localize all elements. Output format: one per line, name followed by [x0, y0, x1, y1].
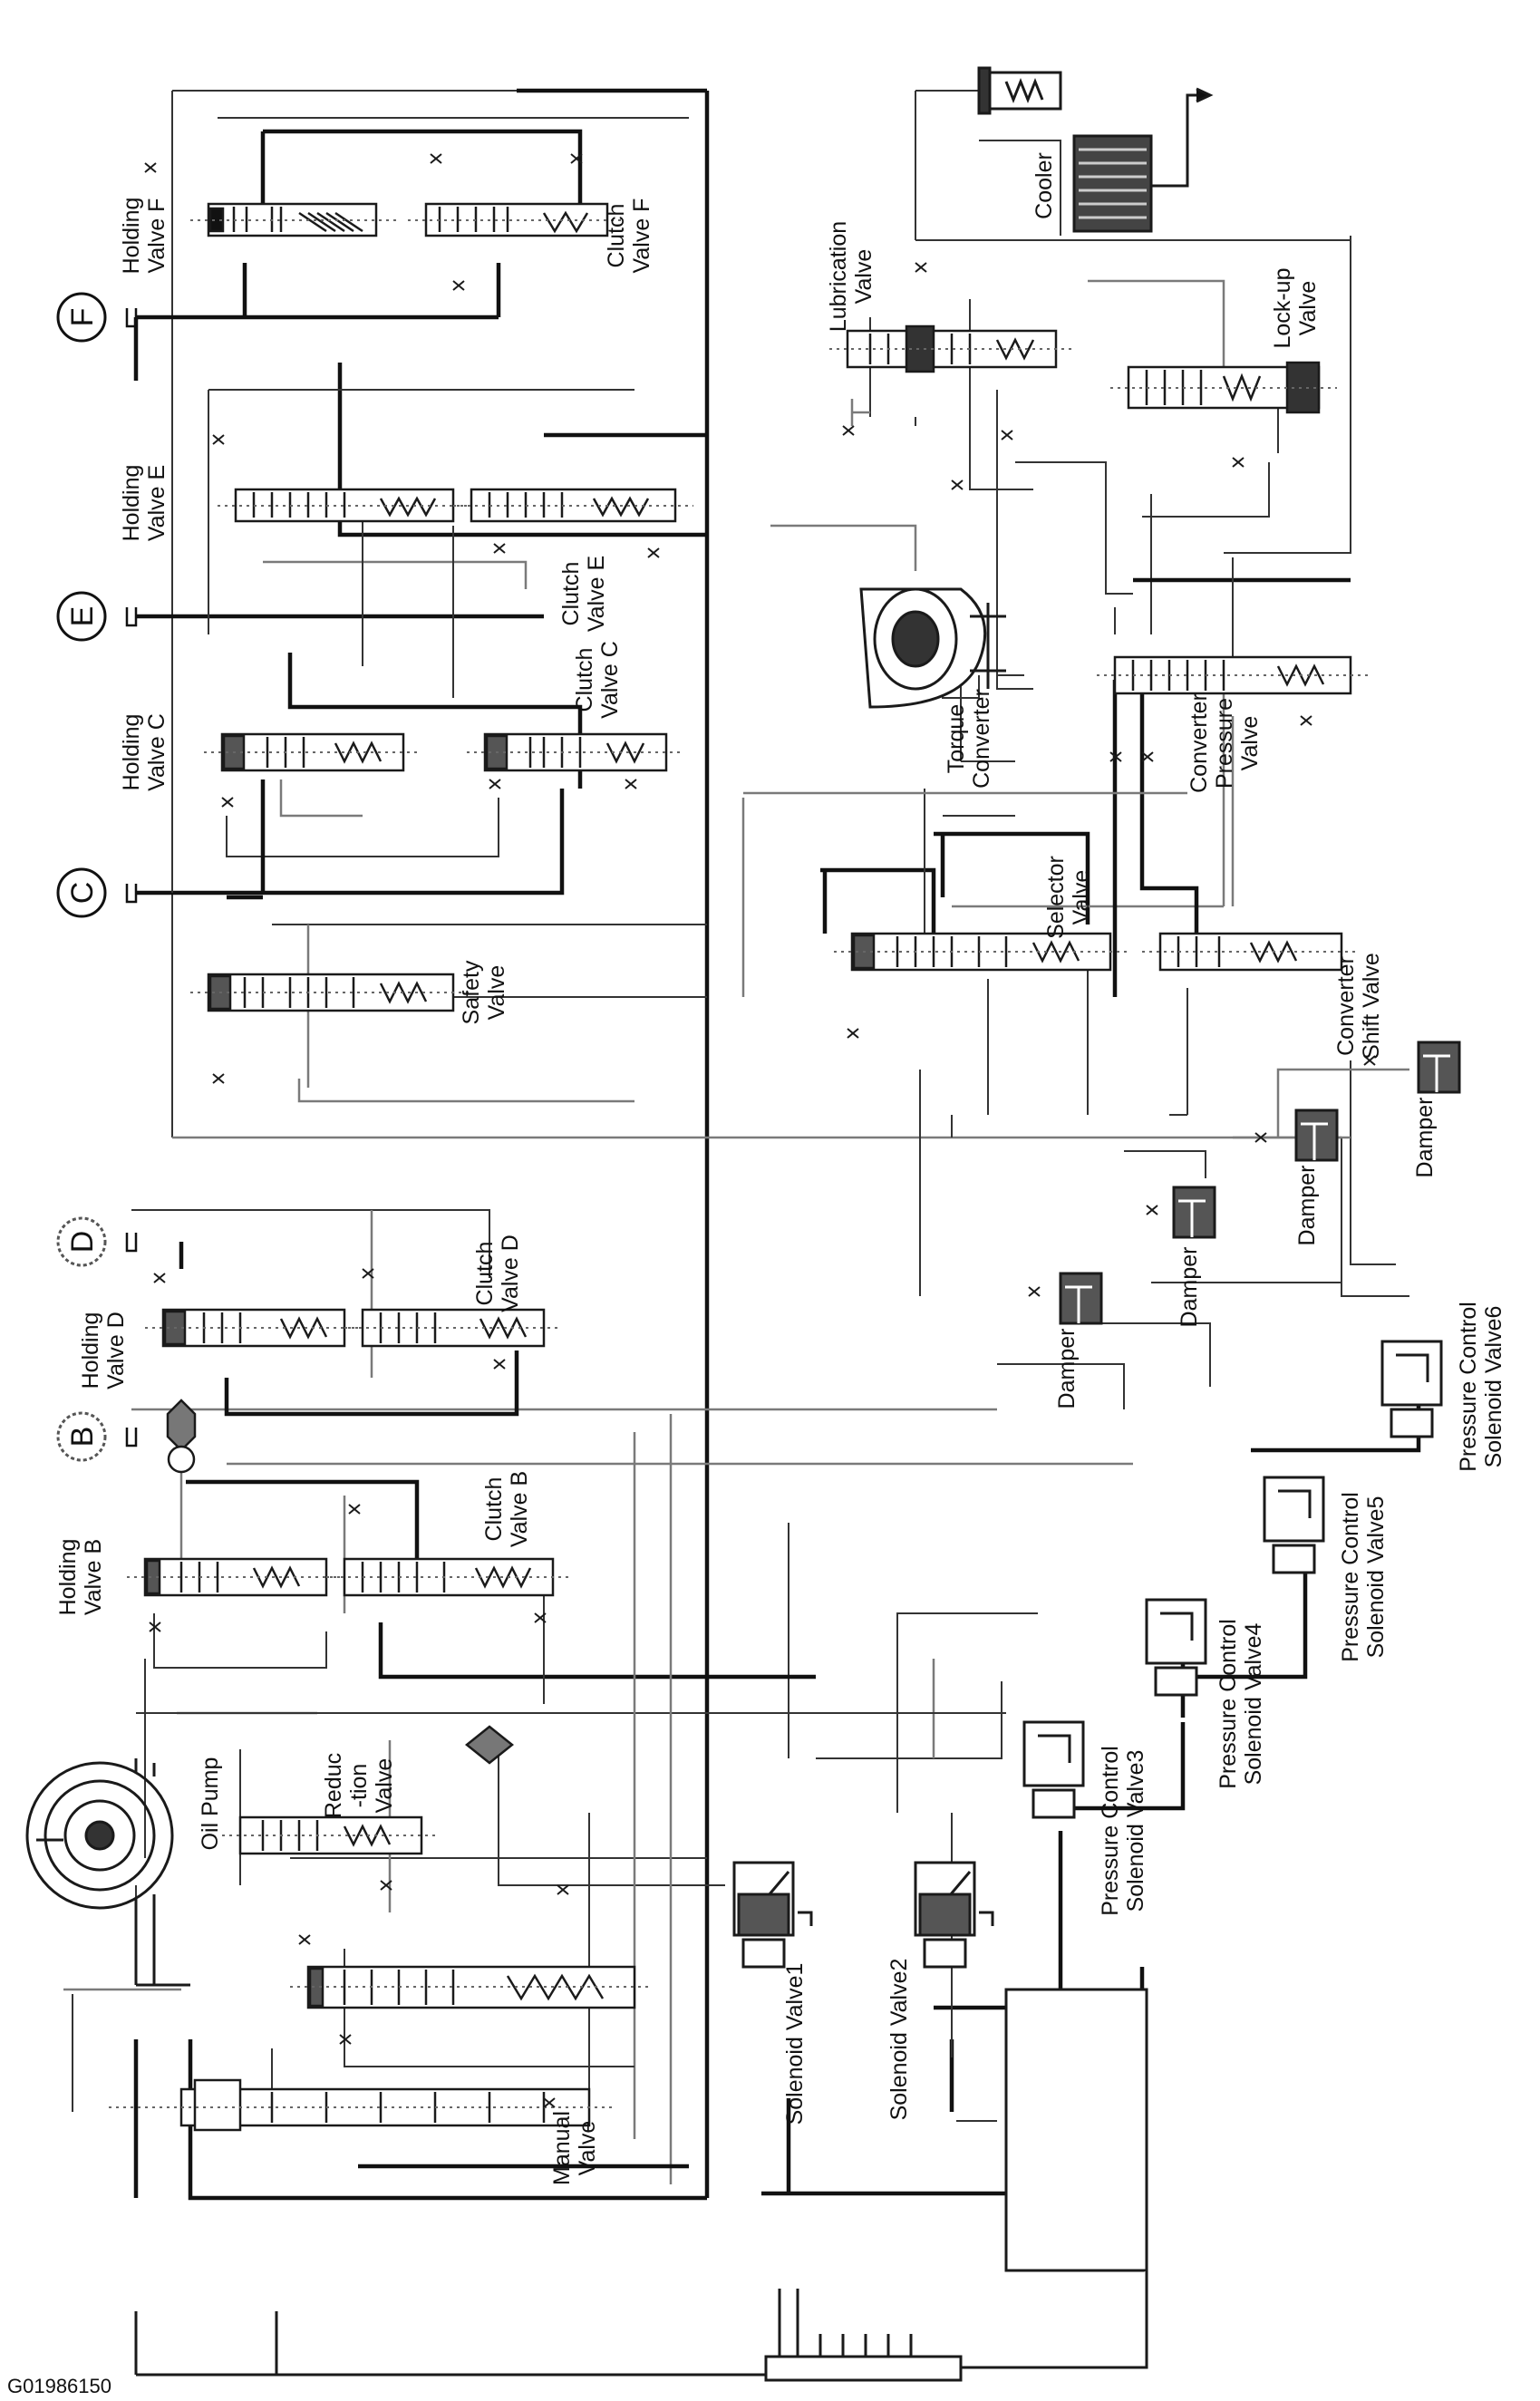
solenoid-valve2-symbol	[914, 1861, 994, 1969]
torque-converter-symbol	[859, 587, 1006, 709]
port-d-letter: D	[65, 1231, 100, 1254]
damper-3-symbol	[1172, 1186, 1216, 1239]
converter-shift-valve-spool	[1142, 932, 1360, 972]
label-damper-2: Damper	[1294, 1166, 1320, 1246]
oil-pump-symbol	[25, 1758, 190, 1987]
label-damper-3: Damper	[1177, 1247, 1202, 1328]
port-b-letter: B	[65, 1427, 100, 1447]
reduction-valve-spool	[222, 1815, 440, 1855]
clutch-valve-e-spool	[453, 488, 693, 523]
label-pcsv5: Pressure ControlSolenoid Valve5	[1338, 1492, 1389, 1662]
modulator-valve-spool	[290, 1965, 653, 2009]
damper-1-symbol	[1417, 1041, 1461, 1094]
holding-valve-e-spool	[218, 488, 471, 523]
holding-valve-f-spool	[190, 202, 399, 237]
label-oil-pump: Oil Pump	[198, 1757, 223, 1851]
pcsv5-symbol	[1263, 1476, 1325, 1574]
label-clutch-valve-e: ClutchValve E	[558, 556, 609, 632]
cooler-symbol	[1072, 87, 1214, 233]
component-labels: HoldingValve F ClutchValve F HoldingValv…	[55, 152, 1506, 2185]
port-c-letter: C	[65, 882, 100, 905]
label-converter-pressure-valve: ConverterPressureValve	[1186, 693, 1263, 793]
label-clutch-valve-b: ClutchValve B	[481, 1471, 532, 1547]
pcsv3-symbol	[1022, 1720, 1085, 1819]
holding-valve-d-spool	[145, 1308, 363, 1348]
pcsv6-symbol	[1380, 1340, 1443, 1438]
label-torque-converter: TorqueConverter	[944, 689, 994, 789]
port-c: C	[56, 867, 138, 918]
orifice-markers	[144, 153, 1376, 2108]
valve-spools	[109, 202, 1369, 2132]
damper-2-symbol	[1294, 1109, 1339, 1162]
figure-code: G01986150	[7, 2375, 111, 2397]
label-clutch-valve-c: ClutchValve C	[572, 641, 623, 719]
safety-valve-spool	[190, 973, 471, 1012]
wiring-connector	[134, 2270, 1148, 2382]
label-pcsv6: Pressure ControlSolenoid Valve6	[1456, 1302, 1506, 1472]
label-holding-valve-d: HoldingValve D	[78, 1312, 129, 1389]
converter-pressure-valve-spool	[1097, 655, 1369, 695]
clutch-valve-d-spool	[344, 1308, 562, 1348]
control-unit	[1004, 1988, 1148, 2272]
label-holding-valve-f: HoldingValve F	[119, 198, 169, 275]
label-solenoid-valve1: Solenoid Valve1	[782, 1963, 808, 2125]
clutch-valve-f-spool	[408, 202, 625, 237]
damper-symbols	[1059, 1041, 1461, 1325]
port-markers: F E C D B	[56, 292, 138, 1462]
label-lubrication-valve: LubricationValve	[826, 221, 877, 332]
label-lockup-valve: Lock-upValve	[1270, 268, 1321, 349]
manual-valve-spool	[109, 2078, 616, 2132]
solenoid-valve1-symbol	[732, 1861, 813, 1969]
pcsv4-symbol	[1145, 1598, 1207, 1697]
check-valve-top-symbol	[977, 66, 1062, 115]
label-clutch-valve-f: ClutchValve F	[604, 198, 654, 274]
label-pcsv4: Pressure ControlSolenoid Valve4	[1216, 1619, 1266, 1789]
clutch-valve-b-spool	[326, 1557, 571, 1597]
holding-valve-b-spool	[127, 1557, 344, 1597]
damper-4-symbol	[1059, 1272, 1103, 1325]
label-solenoid-valve2: Solenoid Valve2	[886, 1959, 912, 2121]
label-converter-shift-valve: ConverterShift Valve	[1333, 953, 1384, 1060]
port-e: E	[56, 591, 138, 642]
lubrication-valve-spool	[829, 324, 1074, 373]
label-cooler: Cooler	[1032, 152, 1057, 219]
label-holding-valve-b: HoldingValve B	[55, 1539, 106, 1616]
port-f: F	[56, 292, 138, 343]
fittings	[166, 1399, 515, 1765]
label-selector-valve: SelectorValve	[1043, 856, 1094, 939]
label-damper-1: Damper	[1412, 1098, 1438, 1178]
port-d: D	[56, 1216, 138, 1267]
label-holding-valve-e: HoldingValve E	[119, 465, 169, 542]
label-damper-4: Damper	[1054, 1329, 1080, 1409]
label-manual-valve: ManualValve	[549, 2111, 600, 2185]
label-safety-valve: SafetyValve	[459, 960, 509, 1024]
solenoid-symbols	[732, 1340, 1443, 1969]
clutch-valve-c-spool	[467, 732, 684, 772]
label-holding-valve-c: HoldingValve C	[119, 713, 169, 791]
lockup-valve-spool	[1110, 361, 1337, 414]
selector-valve-spool	[834, 932, 1128, 972]
label-pcsv3: Pressure ControlSolenoid Valve3	[1098, 1746, 1148, 1916]
port-f-letter: F	[65, 308, 100, 327]
holding-valve-c-spool	[204, 732, 421, 772]
port-b: B	[56, 1411, 138, 1462]
port-e-letter: E	[65, 606, 100, 627]
label-reduction-valve: Reduc-tionValve	[321, 1753, 397, 1818]
label-clutch-valve-d: ClutchValve D	[472, 1234, 523, 1312]
